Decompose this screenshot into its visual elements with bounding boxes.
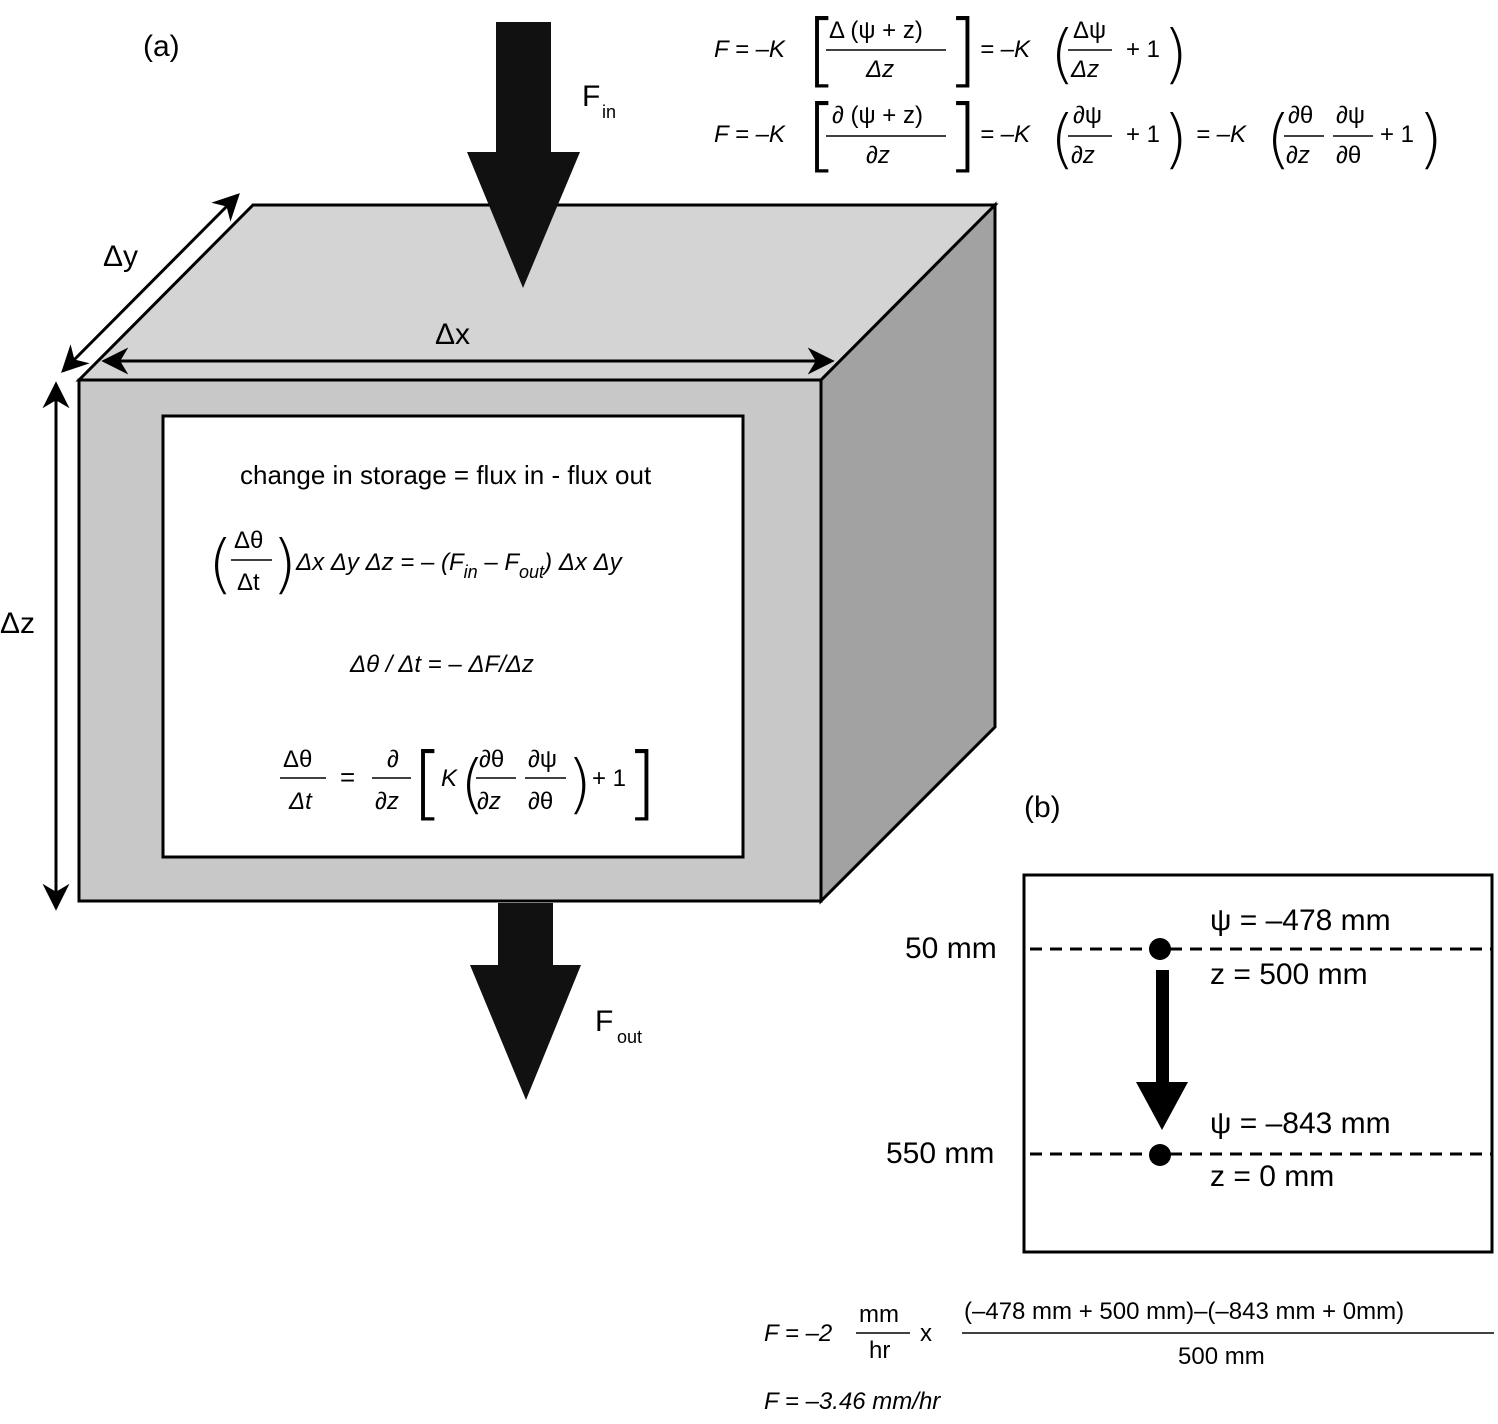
- svg-text:∂θ: ∂θ: [1336, 142, 1361, 169]
- svg-text:): ): [1418, 103, 1443, 177]
- flux-out-arrow: [470, 903, 581, 1100]
- svg-text:∂θ: ∂θ: [528, 788, 553, 815]
- svg-text:+ 1: + 1: [1126, 121, 1160, 148]
- svg-text:∂: ∂: [387, 746, 399, 773]
- svg-text:∂ψ: ∂ψ: [1336, 102, 1365, 129]
- svg-text:(: (: [1050, 103, 1075, 177]
- svg-text:mm: mm: [859, 1301, 899, 1328]
- mass-balance-equation: ( Δθ Δt ) Δx Δy Δz = – (Fin – Fout) Δx Δ…: [208, 527, 624, 602]
- svg-text:500 mm: 500 mm: [1178, 1343, 1265, 1370]
- svg-text:∂ (ψ + z): ∂ (ψ + z): [832, 102, 923, 129]
- psi-top: ψ = –478 mm: [1210, 904, 1391, 937]
- flow-direction-arrow: [1136, 970, 1188, 1130]
- svg-text:): ): [1163, 103, 1188, 177]
- dz-label: Δz: [0, 607, 35, 640]
- svg-text:= –K: = –K: [980, 121, 1031, 148]
- control-volume-box: [75, 201, 999, 905]
- z-top: z = 500 mm: [1210, 958, 1368, 991]
- flux-in-label: F: [582, 80, 600, 113]
- svg-text:(: (: [1050, 18, 1075, 92]
- svg-text:+ 1: + 1: [592, 765, 626, 792]
- svg-text:+ 1: + 1: [1126, 36, 1160, 63]
- svg-text:∂z: ∂z: [1071, 142, 1095, 169]
- dy-label: Δy: [103, 240, 138, 273]
- flux-out-subscript: out: [617, 1027, 642, 1047]
- point-top: [1149, 938, 1171, 960]
- richards-equation: Δθ Δt = ∂ ∂z [ K ( ∂θ ∂z ∂ψ ∂θ ) + 1 ]: [280, 736, 657, 829]
- eq1-frac-den: Δt: [237, 569, 260, 596]
- soil-profile-box: [1022, 873, 1494, 1254]
- svg-text:Δ (ψ + z): Δ (ψ + z): [829, 17, 923, 44]
- svg-text:F = –2: F = –2: [764, 1320, 832, 1347]
- svg-text:): ): [567, 748, 592, 822]
- svg-text:(: (: [208, 528, 233, 602]
- svg-text:= –K: = –K: [980, 36, 1031, 63]
- svg-text:∂θ: ∂θ: [1288, 102, 1313, 129]
- svg-text:]: ]: [947, 88, 978, 181]
- svg-text:Δψ: Δψ: [1073, 17, 1106, 44]
- flux-calculation: F = –2 mm hr x (–478 mm + 500 mm)–(–843 …: [764, 1298, 1494, 1370]
- svg-text:hr: hr: [869, 1337, 890, 1364]
- dx-label: Δx: [435, 318, 470, 351]
- svg-text:Δt: Δt: [288, 788, 313, 815]
- dy-dimension-arrow: [61, 193, 240, 373]
- svg-text:∂θ: ∂θ: [479, 746, 504, 773]
- point-bottom: [1149, 1144, 1171, 1166]
- svg-text:∂z: ∂z: [866, 142, 890, 169]
- svg-text:): ): [1163, 18, 1188, 92]
- svg-text:∂ψ: ∂ψ: [1073, 102, 1102, 129]
- flux-out-label: F: [595, 1005, 613, 1038]
- equation-panel: [161, 414, 745, 859]
- svg-text:(: (: [460, 748, 485, 822]
- svg-text:(: (: [1266, 103, 1291, 177]
- darcy-equation-differential: F = –K [ ∂ (ψ + z) ∂z ] = –K ( ∂ψ ∂z + 1…: [714, 88, 1443, 181]
- svg-text:]: ]: [626, 736, 657, 829]
- depth-bottom-label: 550 mm: [886, 1137, 994, 1170]
- svg-text:K: K: [441, 765, 458, 792]
- svg-text:x: x: [920, 1320, 932, 1347]
- svg-text:Δz: Δz: [1070, 56, 1099, 83]
- svg-text:): ): [272, 528, 297, 602]
- flux-in-subscript: in: [602, 102, 616, 122]
- svg-text:F = –K: F = –K: [714, 121, 786, 148]
- svg-text:]: ]: [947, 3, 978, 96]
- panel-b-label: (b): [1024, 791, 1061, 824]
- z-bottom: z = 0 mm: [1210, 1160, 1334, 1193]
- svg-text:F = –K: F = –K: [714, 36, 786, 63]
- svg-text:∂ψ: ∂ψ: [528, 746, 557, 773]
- eq1-frac-num: Δθ: [234, 527, 263, 554]
- eq1-rhs: Δx Δy Δz = – (Fin – Fout) Δx Δy: [295, 549, 624, 582]
- flux-result: F = –3.46 mm/hr: [764, 1388, 941, 1415]
- svg-text:∂z: ∂z: [477, 788, 501, 815]
- svg-text:Δθ: Δθ: [283, 746, 312, 773]
- svg-text:Δz: Δz: [865, 56, 894, 83]
- svg-text:(–478 mm + 500 mm)–(–843 mm +: (–478 mm + 500 mm)–(–843 mm + 0mm): [964, 1298, 1404, 1325]
- svg-text:= –K: = –K: [1196, 121, 1247, 148]
- continuity-equation: Δθ / Δt = – ΔF/Δz: [349, 651, 534, 678]
- svg-text:=: =: [340, 762, 355, 792]
- storage-title: change in storage = flux in - flux out: [240, 460, 652, 490]
- svg-text:∂z: ∂z: [375, 788, 399, 815]
- flux-in-arrow: [467, 22, 580, 288]
- panel-a-label: (a): [143, 30, 180, 63]
- svg-text:[: [: [806, 88, 837, 181]
- svg-text:[: [: [412, 736, 443, 829]
- psi-bottom: ψ = –843 mm: [1210, 1107, 1391, 1140]
- depth-top-label: 50 mm: [905, 932, 997, 965]
- darcy-equation-discrete: F = –K [ Δ (ψ + z) Δz ] = –K ( Δψ Δz + 1…: [714, 3, 1188, 96]
- svg-text:∂z: ∂z: [1286, 142, 1310, 169]
- svg-text:+ 1: + 1: [1380, 121, 1414, 148]
